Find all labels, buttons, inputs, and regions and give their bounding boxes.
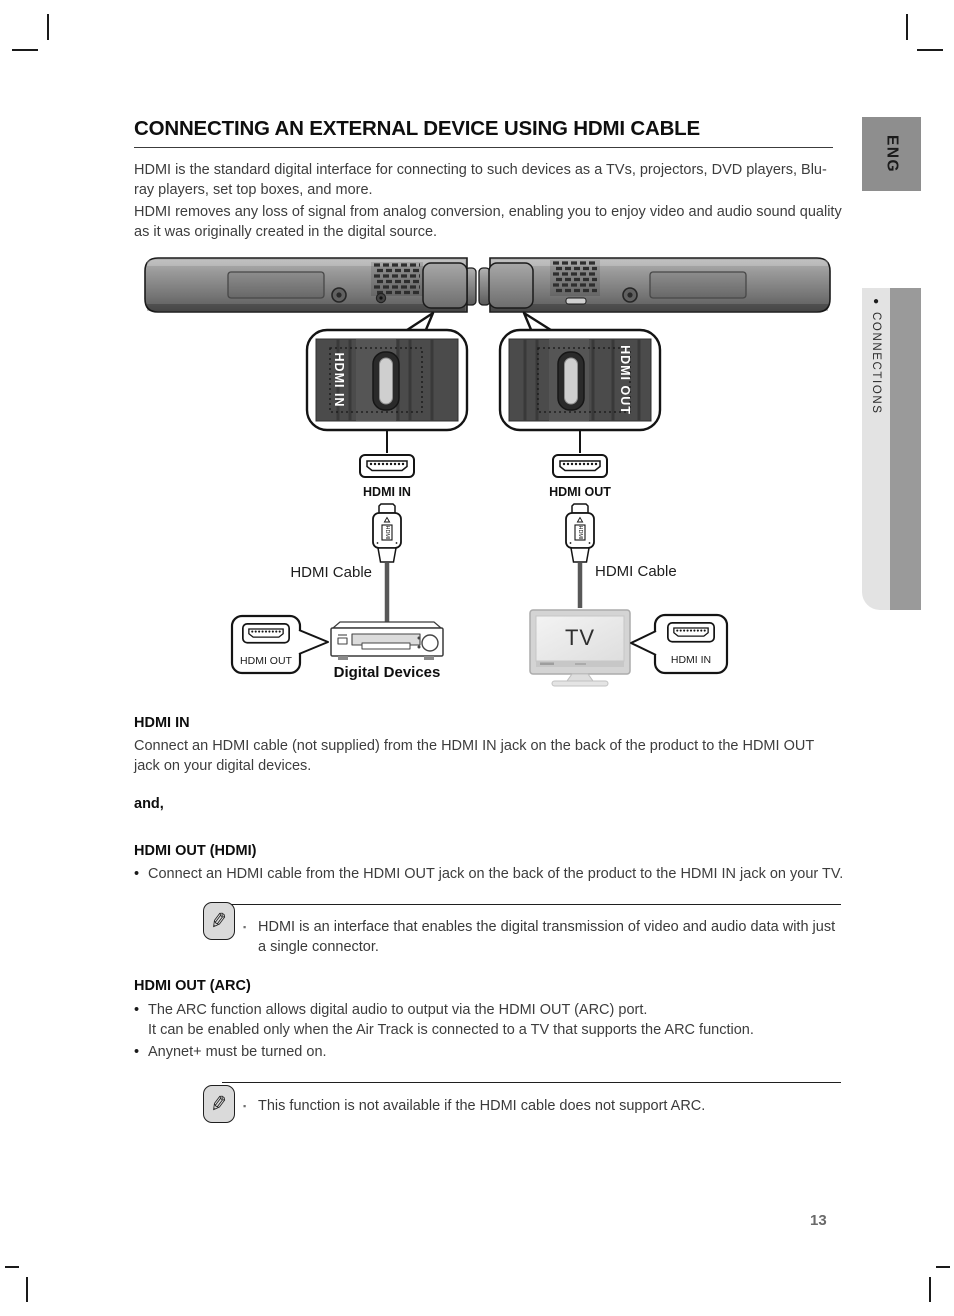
tv-hdmi-in-callout: HDMI IN xyxy=(630,613,729,675)
and-label: and, xyxy=(134,796,164,812)
section-tab-dark-strip xyxy=(890,288,921,610)
section-tab-light-strip xyxy=(862,288,890,610)
note-1: ▪ HDMI is an interface that enables the … xyxy=(243,918,843,957)
arc-bullet-item-2: • Anynet+ must be turned on. xyxy=(134,1043,846,1063)
hdmi-out-callout: HDMI OUT xyxy=(498,328,662,432)
title-rule xyxy=(134,147,833,149)
tv-callout-label: HDMI IN xyxy=(671,654,711,666)
soundbar-vent-right xyxy=(550,260,600,296)
note-rule xyxy=(222,1082,841,1084)
tv-label: TV xyxy=(565,625,595,650)
hdmi-out-callout-label: HDMI OUT xyxy=(618,345,632,415)
hdmi-in-heading: HDMI IN xyxy=(134,715,190,731)
note-2: ▪ This function is not available if the … xyxy=(243,1097,843,1117)
hdmi-out-hdmi-heading: HDMI OUT (HDMI) xyxy=(134,843,257,859)
crop-mark xyxy=(936,1266,950,1268)
soundbar-slot xyxy=(565,297,587,305)
soundbar-vent-left xyxy=(371,262,423,296)
crop-mark xyxy=(929,1277,931,1302)
crop-mark xyxy=(5,1266,19,1268)
crop-mark xyxy=(917,49,943,51)
bullet-icon: • xyxy=(134,1002,140,1018)
hdmi-in-callout: HDMI IN xyxy=(305,328,469,432)
section-bullet-icon: ● xyxy=(872,296,880,307)
hdmi-cable-right-label: HDMI Cable xyxy=(595,563,677,580)
section-tab: ● CONNECTIONS xyxy=(862,288,921,610)
soundbar-hdmi-in-section xyxy=(422,262,468,309)
device-callout-port-icon xyxy=(241,622,290,644)
hdmi-out-bullet-item: • Connect an HDMI cable from the HDMI OU… xyxy=(134,865,846,885)
note-bullet-icon: ▪ xyxy=(243,1101,247,1111)
bullet-icon: • xyxy=(134,1044,140,1060)
hdmi-in-callout-label: HDMI IN xyxy=(332,353,346,408)
soundbar-recessed-panel-right xyxy=(649,271,747,299)
note-rule xyxy=(222,904,841,906)
hdmi-in-port-icon xyxy=(359,454,415,478)
soundbar-recessed-panel-left xyxy=(227,271,325,299)
soundbar-hdmi-out-section xyxy=(488,262,534,309)
crop-mark xyxy=(906,14,908,40)
language-tab: ENG xyxy=(862,117,921,191)
pencil-icon xyxy=(209,909,229,932)
note-bullet-icon: ▪ xyxy=(243,922,247,932)
tv-illustration: TV xyxy=(529,609,631,687)
page-number: 13 xyxy=(810,1212,827,1229)
plug-right-text: HDMI xyxy=(577,525,583,540)
pencil-icon xyxy=(209,1092,229,1115)
hdmi-out-arc-heading: HDMI OUT (ARC) xyxy=(134,978,251,994)
hdmi-connection-diagram: HDMI IN HDMI OUT HDMI IN HDMI OUT HDMI H… xyxy=(144,257,831,687)
callout-connector-lines xyxy=(386,430,581,453)
digital-device-illustration xyxy=(330,621,444,660)
hdmi-in-body: Connect an HDMI cable (not supplied) fro… xyxy=(134,738,814,774)
device-hdmi-out-callout: HDMI OUT xyxy=(230,614,329,675)
hdmi-out-jack-label: HDMI OUT xyxy=(549,485,611,499)
page-title: CONNECTING AN EXTERNAL DEVICE USING HDMI… xyxy=(134,117,700,140)
hdmi-out-port-icon xyxy=(552,454,608,478)
language-tab-label: ENG xyxy=(883,134,901,174)
soundbar-illustration xyxy=(144,257,831,313)
crop-mark xyxy=(26,1277,28,1302)
intro-paragraph-1: HDMI is the standard digital interface f… xyxy=(134,162,827,198)
arc-bullet-item-1: • The ARC function allows digital audio … xyxy=(134,1001,846,1040)
tv-callout-port-icon xyxy=(666,621,715,643)
intro-paragraph-2: HDMI removes any loss of signal from ana… xyxy=(134,204,842,240)
crop-mark xyxy=(12,49,38,51)
hdmi-in-jack-label: HDMI IN xyxy=(363,485,411,499)
plug-left-text: HDMI xyxy=(384,525,390,540)
note-icon xyxy=(203,902,235,940)
crop-mark xyxy=(47,14,49,40)
note-icon xyxy=(203,1085,235,1123)
digital-devices-label: Digital Devices xyxy=(334,664,441,681)
bullet-icon: • xyxy=(134,866,140,882)
device-callout-label: HDMI OUT xyxy=(240,655,292,667)
section-tab-label: CONNECTIONS xyxy=(870,312,882,415)
hdmi-cable-left-label: HDMI Cable xyxy=(290,564,372,581)
